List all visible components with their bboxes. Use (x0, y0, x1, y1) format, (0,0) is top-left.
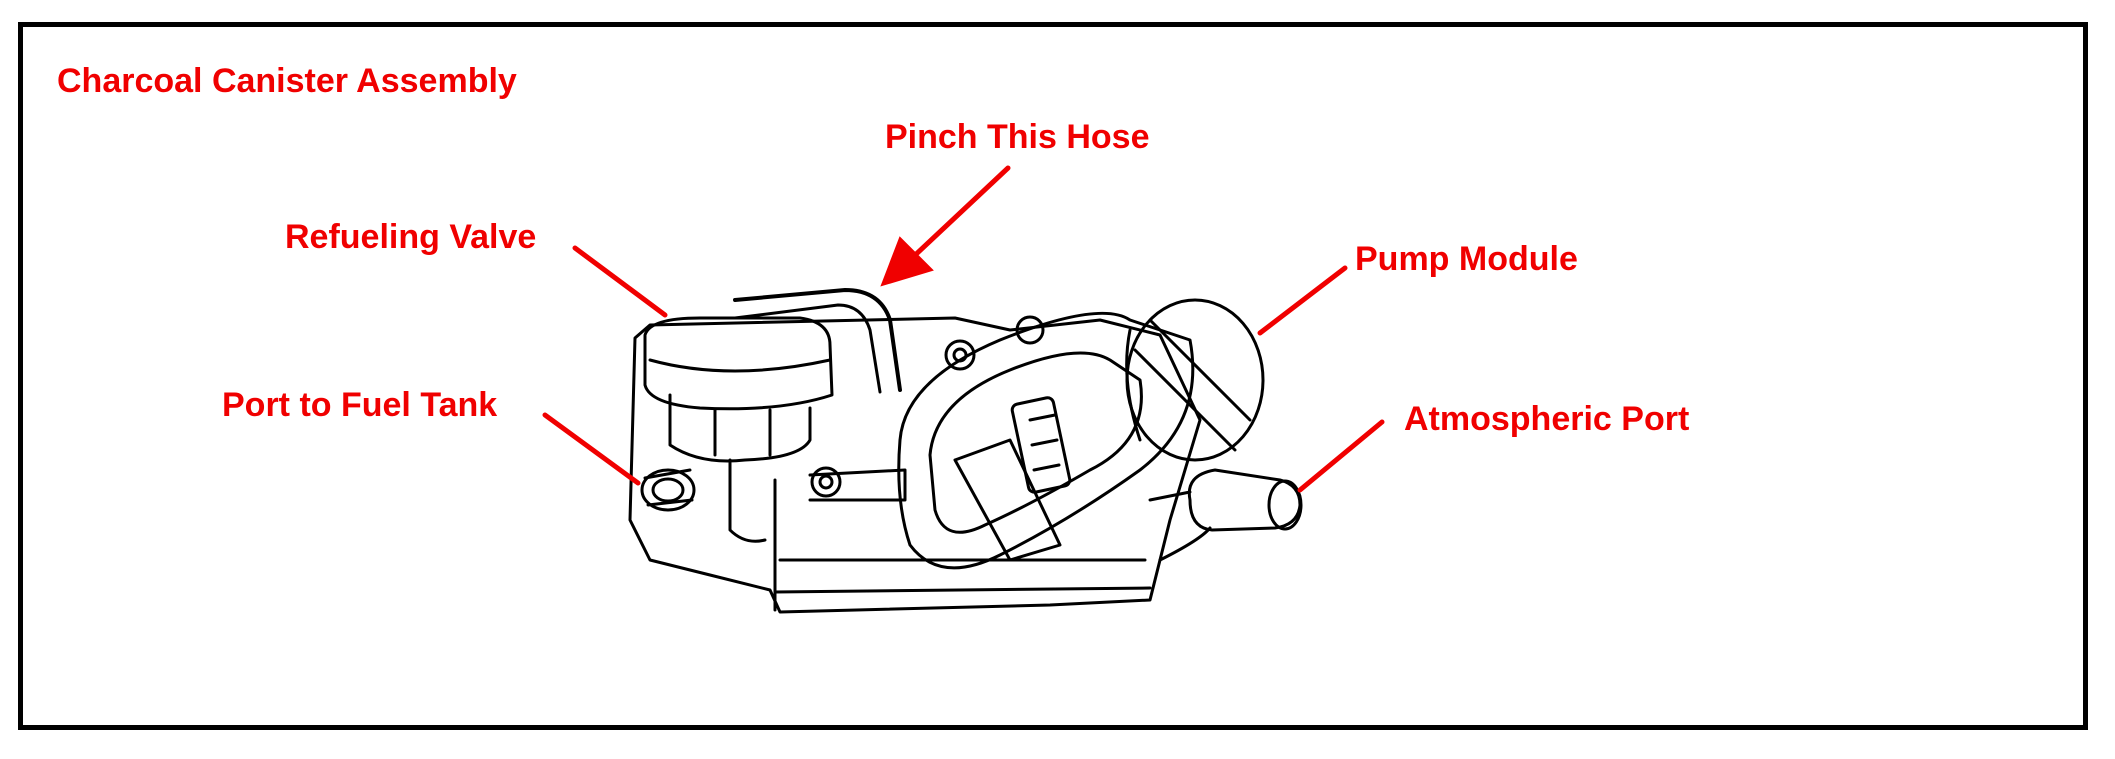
bolt (1015, 315, 1045, 345)
fuel-tank-port (640, 468, 696, 512)
pump-module-housing (897, 311, 1195, 570)
diagram-title: Charcoal Canister Assembly (57, 62, 517, 100)
fuel-tank-port-leader (542, 412, 641, 486)
atmospheric-port-label: Atmospheric Port (1404, 400, 1690, 438)
pinch-hose-arrow-shaft (909, 165, 1011, 261)
pump-module-leader (1257, 265, 1348, 336)
pinch-hose-arrowhead (880, 236, 934, 287)
pinch-hose-label: Pinch This Hose (885, 118, 1150, 156)
diagram-frame (18, 22, 2088, 730)
bolt (944, 339, 976, 371)
fuel-tank-port-label: Port to Fuel Tank (222, 386, 498, 424)
refueling-valve-leader (572, 245, 668, 318)
atmospheric-port (1187, 468, 1302, 532)
bolt (810, 466, 842, 498)
hose (733, 288, 902, 392)
pump-connector (1010, 396, 1072, 494)
atmospheric-port-leader (1297, 419, 1385, 493)
refueling-valve-label: Refueling Valve (285, 218, 537, 256)
pump-module-label: Pump Module (1355, 240, 1578, 278)
refueling-valve-cap (643, 316, 834, 411)
